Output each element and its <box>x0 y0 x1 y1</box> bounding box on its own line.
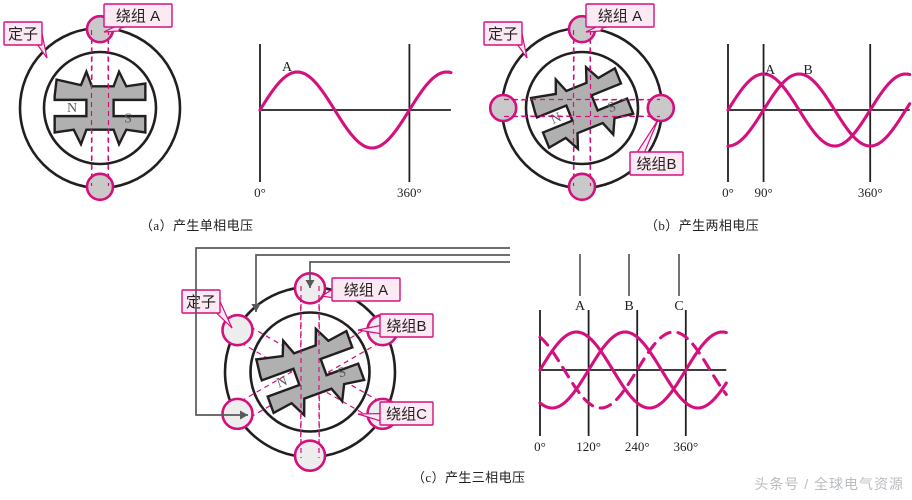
waveform-series <box>538 330 728 410</box>
waveform-series-label: C <box>674 299 683 314</box>
callout-text: 绕组 A <box>598 8 642 25</box>
callout-frame <box>3 21 43 46</box>
chart-body: 0° 90° 360° A B <box>722 44 912 200</box>
panel-b-chart: 0° 90° 360° A B <box>710 18 912 208</box>
stator-inner-ring <box>249 311 371 433</box>
waveform-series-label: A <box>575 299 586 314</box>
winding-coil[interactable] <box>221 397 254 431</box>
winding-coil[interactable] <box>85 172 115 202</box>
chart-tick-label: 240° <box>625 439 650 454</box>
chart-tick-label: 360° <box>397 185 422 200</box>
chart-tick-label: 360° <box>673 439 698 454</box>
chart-tick-label: 120° <box>576 439 601 454</box>
panel-a-chart: 0° 360° A <box>240 18 460 208</box>
callout-text: 定子 <box>186 294 216 311</box>
phase-connector-line <box>309 261 510 288</box>
caption-c: （c）产生三相电压 <box>412 470 526 485</box>
motor-body: NS <box>221 271 399 473</box>
phase-connector-arrowhead <box>251 304 261 312</box>
callout-box: 定子 <box>3 21 48 59</box>
phase-connector-harness <box>195 247 510 420</box>
winding-coil[interactable] <box>567 172 597 202</box>
rotor: NS <box>254 326 366 418</box>
stator-inner-ring <box>524 50 640 166</box>
callout-box: 绕组 A <box>103 3 173 33</box>
rotor-pole-n: N <box>67 101 77 116</box>
callout-text: 绕组B <box>636 156 676 173</box>
motor-diagram-c: NS 定子 绕组 A 绕组B 绕组C <box>181 247 510 473</box>
waveform-series <box>258 70 453 150</box>
callout-box: 定子 <box>483 21 528 59</box>
phase-connector-line <box>255 254 510 312</box>
chart-tick-label: 0° <box>254 185 266 200</box>
callout-frame <box>379 313 434 338</box>
caption-a: （a）产生单相电压 <box>140 218 254 233</box>
callout-box: 绕组C <box>357 401 434 426</box>
callout-box: 绕组B <box>629 119 684 176</box>
winding-coil[interactable] <box>488 93 518 123</box>
callout-box: 绕组 A <box>320 277 401 302</box>
callout-frame <box>181 289 221 314</box>
rotor-magnet-body <box>529 64 635 152</box>
callout-text: 绕组B <box>386 318 426 335</box>
waveform-series <box>726 72 912 148</box>
callout-frame <box>629 151 684 176</box>
phase-connector-arrowhead <box>240 410 248 420</box>
watermark: 头条号 / 全球电气资源 <box>754 476 904 492</box>
chart-tick-label: 0° <box>534 439 546 454</box>
callout-frame <box>483 21 523 46</box>
waveform-series <box>726 72 912 148</box>
callout-text: 定子 <box>8 26 38 43</box>
winding-coil[interactable] <box>293 439 327 473</box>
waveform-series-label: A <box>765 63 776 78</box>
waveform-series-label: A <box>282 60 293 75</box>
rotor: NS <box>529 64 635 152</box>
motor-body: NS <box>488 14 676 202</box>
callout-text: 绕组C <box>386 406 427 423</box>
winding-coil[interactable] <box>646 93 676 123</box>
chart-tick-label: 0° <box>722 185 734 200</box>
callout-box: 绕组B <box>357 313 434 338</box>
motor-diagram-b: NS 定子 绕组 A 绕组B <box>483 3 684 202</box>
phase-connector-arrowhead <box>305 280 315 288</box>
callout-text: 绕组 A <box>344 282 388 299</box>
waveform-series-label: B <box>803 63 812 78</box>
rotor-magnet-body <box>53 68 147 148</box>
waveform-series <box>538 330 728 410</box>
rotor-pole-s: S <box>124 112 132 127</box>
callout-frame <box>379 401 434 426</box>
chart-tick-label: 360° <box>858 185 883 200</box>
rotor: NS <box>53 68 147 148</box>
rotor-magnet-body <box>254 326 366 418</box>
callout-text: 绕组 A <box>116 8 160 25</box>
panel-c-chart: 0° 120° 240° 360° A B C <box>510 252 760 472</box>
chart-tick-label: 90° <box>754 185 772 200</box>
callout-frame <box>103 3 173 28</box>
rotor-pole-n: N <box>275 374 290 392</box>
waveform-chart-b: 0° 90° 360° A B <box>722 44 912 200</box>
stator-inner-ring <box>42 50 158 166</box>
waveform-chart-c: 0° 120° 240° 360° A B C <box>534 254 728 454</box>
callout-frame <box>331 277 401 302</box>
motor-body: NS <box>18 14 182 202</box>
phase-connector-line <box>195 247 510 416</box>
chart-body: 0° 360° A <box>254 44 453 200</box>
waveform-chart-a: 0° 360° A <box>254 44 453 200</box>
callout-text: 定子 <box>488 26 518 43</box>
chart-body: 0° 120° 240° 360° A B C <box>534 299 728 454</box>
waveform-series <box>538 330 728 410</box>
callout-frame <box>585 3 655 28</box>
waveform-series-label: B <box>624 299 633 314</box>
callout-box: 绕组 A <box>585 3 655 33</box>
caption-b: （b）产生两相电压 <box>645 218 760 233</box>
callout-box: 定子 <box>181 289 233 329</box>
